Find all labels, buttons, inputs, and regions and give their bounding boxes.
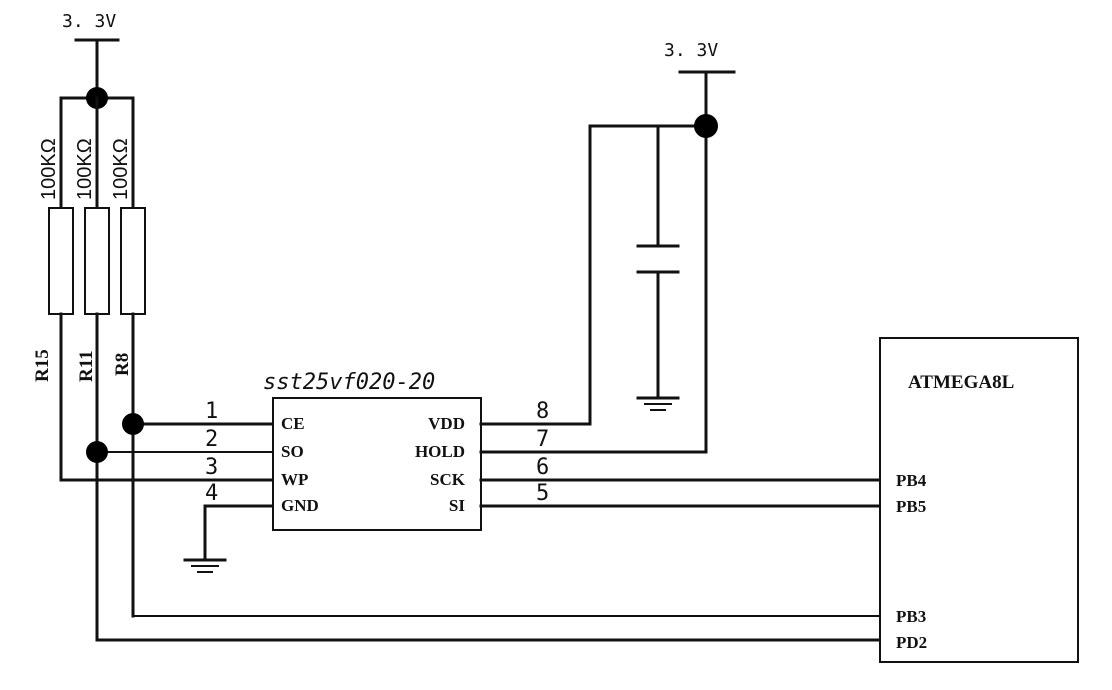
decoupling-capacitor xyxy=(636,124,680,400)
pin-label: HOLD xyxy=(415,442,465,461)
resistor-ref: R15 xyxy=(32,349,53,382)
resistor-value: 100KΩ xyxy=(110,138,132,200)
pin-label: GND xyxy=(281,496,319,515)
pin-number: 4 xyxy=(205,481,218,506)
power-label-left: 3. 3V xyxy=(62,11,116,32)
resistor-value: 100KΩ xyxy=(74,138,96,200)
pin-number: 1 xyxy=(205,399,218,424)
junction-dot xyxy=(694,114,718,138)
pin-number: 2 xyxy=(205,427,218,452)
pin-number: 3 xyxy=(205,455,218,480)
mcu-chip-name: ATMEGA8L xyxy=(908,372,1014,393)
ground-symbol xyxy=(636,396,680,411)
resistor-r8: 100KΩ R8 xyxy=(110,96,146,618)
mcu-pin-label: PD2 xyxy=(896,633,927,652)
junction-dot xyxy=(122,413,144,435)
power-rail-right: 3. 3V xyxy=(479,40,736,454)
resistor-r15: 100KΩ R15 xyxy=(32,96,74,482)
pin-label: SI xyxy=(449,496,465,515)
pin-label: SCK xyxy=(430,470,466,489)
mcu-pin-label: PB4 xyxy=(896,471,927,490)
junction-dot xyxy=(86,441,108,463)
pin-label: CE xyxy=(281,414,305,433)
pin-label: WP xyxy=(281,470,308,489)
power-label-right: 3. 3V xyxy=(664,40,718,61)
flash-chip-name: sst25vf020-20 xyxy=(263,370,435,395)
pin-number: 5 xyxy=(536,481,549,506)
pin-number: 8 xyxy=(536,399,549,424)
mcu-pin-label: PB5 xyxy=(896,497,926,516)
mcu-pin-label: PB3 xyxy=(896,607,926,626)
pin-number: 7 xyxy=(536,427,549,452)
resistor-r11: 100KΩ R11 xyxy=(74,96,110,642)
pin-label: SO xyxy=(281,442,304,461)
wires-right xyxy=(95,478,882,642)
resistor-ref: R11 xyxy=(76,350,97,382)
mcu-chip: ATMEGA8L PB4 PB5 PB3 PD2 xyxy=(879,337,1079,663)
power-rail-left: 3. 3V xyxy=(59,11,135,100)
pin-number: 6 xyxy=(536,455,549,480)
wires-left xyxy=(59,422,275,562)
pin-label: VDD xyxy=(428,414,465,433)
resistor-ref: R8 xyxy=(112,353,133,376)
flash-chip: sst25vf020-20 CE SO WP GND VDD HOLD SCK … xyxy=(205,370,549,531)
resistor-value: 100KΩ xyxy=(38,138,60,200)
ground-symbol xyxy=(183,558,227,573)
